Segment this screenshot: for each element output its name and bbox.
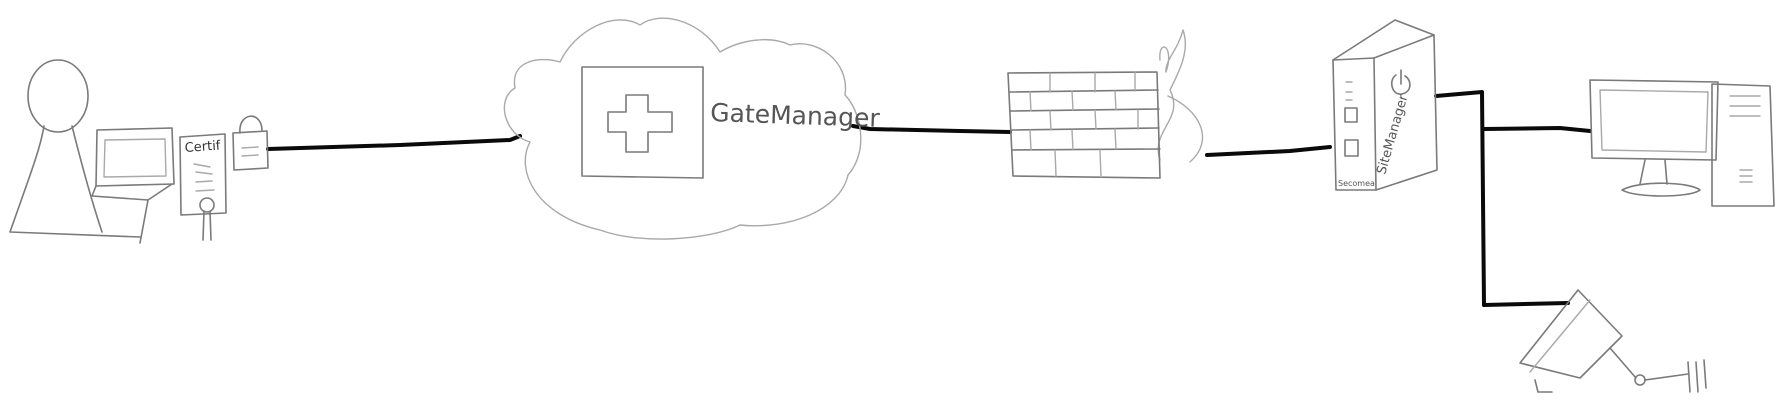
wire-router-to-junction: [1434, 90, 1486, 307]
wire-junction-to-camera: [1482, 301, 1570, 307]
padlock-icon: [232, 115, 269, 171]
laptop-icon: [91, 127, 175, 244]
security-camera-icon: [1519, 289, 1707, 393]
desktop-computer-icon: [1589, 79, 1775, 207]
cloud-outline: [503, 17, 862, 240]
router-label: SiteManager: [1374, 93, 1411, 177]
firewall-icon: [1007, 29, 1204, 179]
certificate-label: Certif: [184, 139, 221, 156]
sitemanager-router-icon: Secomea SiteManager: [1332, 19, 1438, 191]
cloud-gatemanager: GateManager: [503, 17, 881, 240]
wire-cloud-to-firewall: [851, 124, 1012, 134]
wire-firewall-to-router: [1205, 145, 1332, 157]
user-person-icon: [9, 59, 141, 238]
gatemanager-box-icon: [581, 66, 704, 179]
connection-wires: [266, 90, 1592, 307]
wire-junction-to-computer: [1482, 126, 1592, 133]
cloud-label: GateManager: [710, 98, 881, 133]
wire-user-to-cloud: [266, 134, 522, 151]
router-brand-label: Secomea: [1338, 179, 1375, 188]
certificate-document-icon: Certif: [179, 133, 227, 241]
